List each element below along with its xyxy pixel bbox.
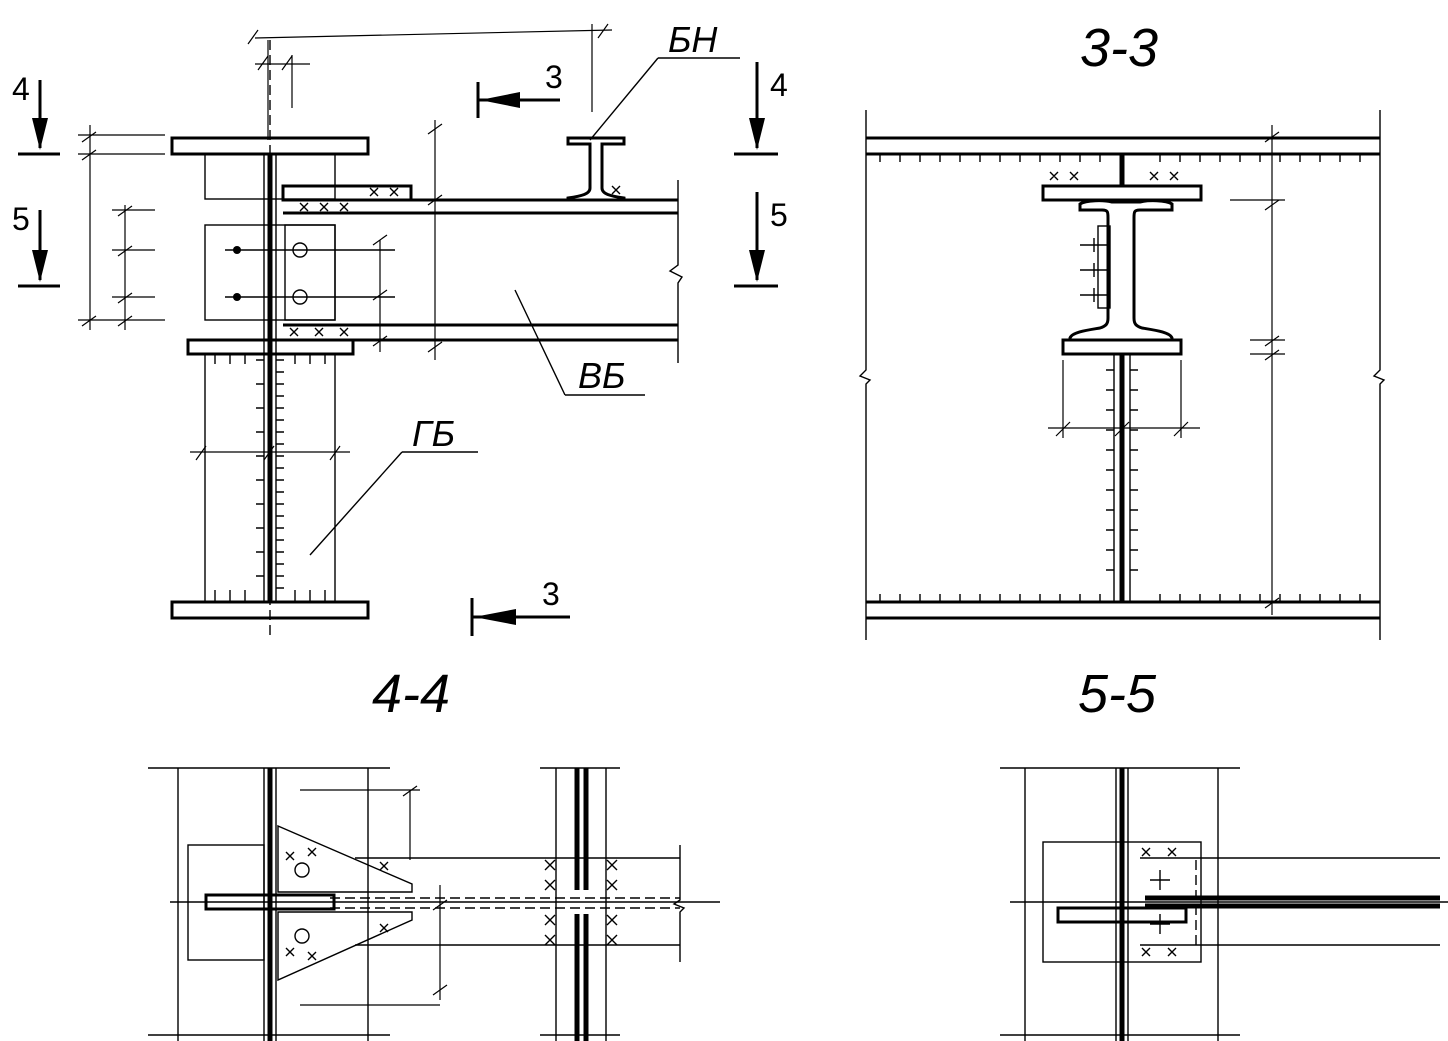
section-5-5-title: 5-5 [1078, 664, 1157, 724]
bn-beam-section [566, 136, 626, 202]
section-4-4-view: 4-4 [148, 664, 720, 1041]
vb-beam-section [1068, 199, 1174, 342]
section-mark-3-top: 3 [545, 59, 563, 95]
elevation-view: 4 5 4 5 3 3 БН ВБ ГБ [12, 19, 788, 640]
section-mark-4-right: 4 [770, 67, 788, 103]
label-gb: ГБ [412, 413, 455, 454]
bolt-icon [294, 862, 310, 878]
section-mark-4-left: 4 [12, 71, 30, 107]
bolt-icon [294, 928, 310, 944]
section-mark-3-bottom: 3 [542, 576, 560, 612]
label-vb: ВБ [578, 355, 625, 396]
section-3-3-view: 3-3 [858, 18, 1386, 640]
section-mark-5-right: 5 [770, 197, 788, 233]
section-4-4-title: 4-4 [372, 664, 450, 724]
section-mark-5-left: 5 [12, 201, 30, 237]
label-bn: БН [668, 19, 718, 60]
section-5-5-view: 5-5 [1000, 664, 1448, 1041]
section-3-3-title: 3-3 [1080, 18, 1158, 78]
